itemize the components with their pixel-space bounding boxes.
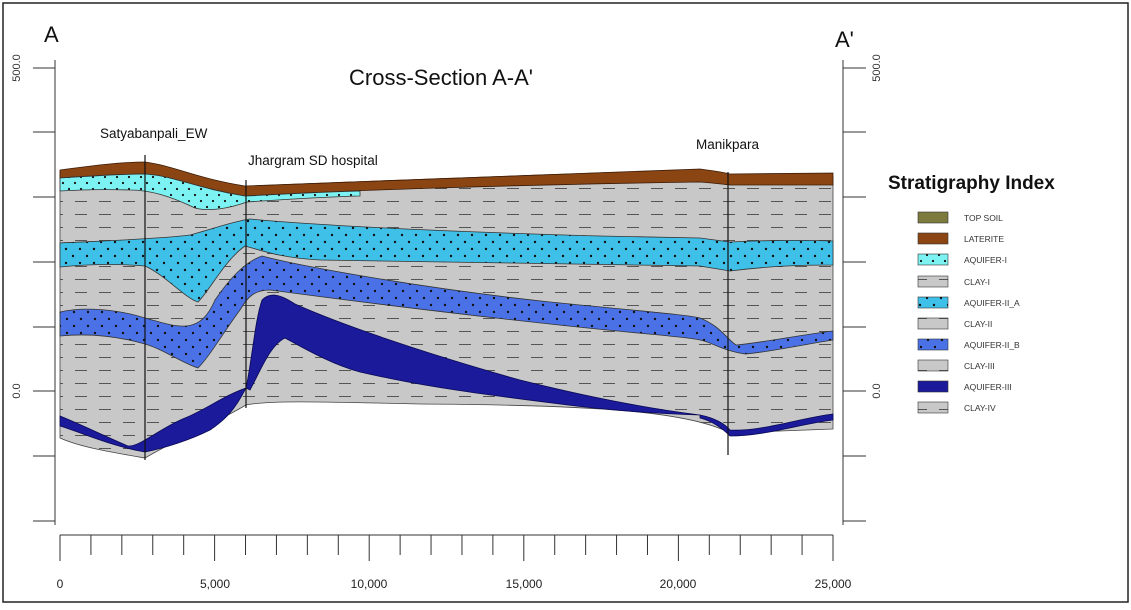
legend-label: CLAY-I <box>964 277 990 287</box>
legend-swatch-laterite <box>917 232 949 245</box>
right-elevation-axis: 500.0 0.0 <box>842 54 883 525</box>
well-label-jhargram: Jhargram SD hospital <box>248 153 378 168</box>
x-tick-label: 15,000 <box>506 577 543 591</box>
legend-swatch-clay-iv <box>917 401 949 414</box>
legend-label: CLAY-IV <box>964 403 996 413</box>
x-tick-label: 20,000 <box>660 577 697 591</box>
section-title: Cross-Section A-A' <box>349 65 533 90</box>
right-axis-tick-top: 500.0 <box>871 54 883 82</box>
legend-title: Stratigraphy Index <box>888 173 1055 194</box>
strata-layers <box>59 161 834 459</box>
legend-label: AQUIFER-II_A <box>964 298 1020 308</box>
legend-label: CLAY-III <box>964 361 995 371</box>
legend-label: AQUIFER-I <box>964 255 1007 265</box>
legend-swatch-aquifer-i <box>917 253 949 266</box>
distance-axis-labels: 0 5,000 10,000 15,000 20,000 25,000 <box>57 577 852 591</box>
legend-label: TOP SOIL <box>964 213 1003 223</box>
x-tick-label: 25,000 <box>815 577 852 591</box>
left-axis-tick-zero: 0.0 <box>11 383 23 398</box>
legend-swatch-aquifer-iii <box>917 380 949 393</box>
clay-body <box>59 167 834 459</box>
well-label-satyabanpali: Satyabanpali_EW <box>100 126 208 141</box>
aquifer-i-layer <box>59 173 361 210</box>
distance-axis <box>59 534 834 561</box>
x-tick-label: 10,000 <box>351 577 388 591</box>
stratigraphy-legend: Stratigraphy Index TOP SOIL LATERITE AQU… <box>888 173 1055 414</box>
legend-swatch-clay-i <box>917 275 949 288</box>
legend-swatch-aquifer-iia <box>917 296 949 309</box>
left-elevation-axis: 500.0 0.0 <box>11 54 56 525</box>
aquifer-iiia-layer <box>59 218 834 303</box>
legend-swatch-aquifer-iib <box>917 338 949 351</box>
legend-label: LATERITE <box>964 234 1004 244</box>
legend-label: CLAY-II <box>964 319 992 329</box>
section-end-label: A' <box>835 27 854 52</box>
aquifer-iib-layer <box>59 255 834 369</box>
x-tick-label: 0 <box>57 577 64 591</box>
legend-swatch-clay-ii <box>917 317 949 330</box>
legend-swatch-top-soil <box>917 211 949 224</box>
legend-label: AQUIFER-III <box>964 382 1012 392</box>
borehole-lines <box>144 155 729 460</box>
well-label-manikpara: Manikpara <box>696 137 760 152</box>
section-start-label: A <box>44 22 59 47</box>
legend-label: AQUIFER-II_B <box>964 340 1020 350</box>
left-axis-tick-top: 500.0 <box>11 54 23 82</box>
right-axis-tick-zero: 0.0 <box>871 383 883 398</box>
legend-swatch-clay-iii <box>917 359 949 372</box>
x-tick-label: 5,000 <box>200 577 230 591</box>
